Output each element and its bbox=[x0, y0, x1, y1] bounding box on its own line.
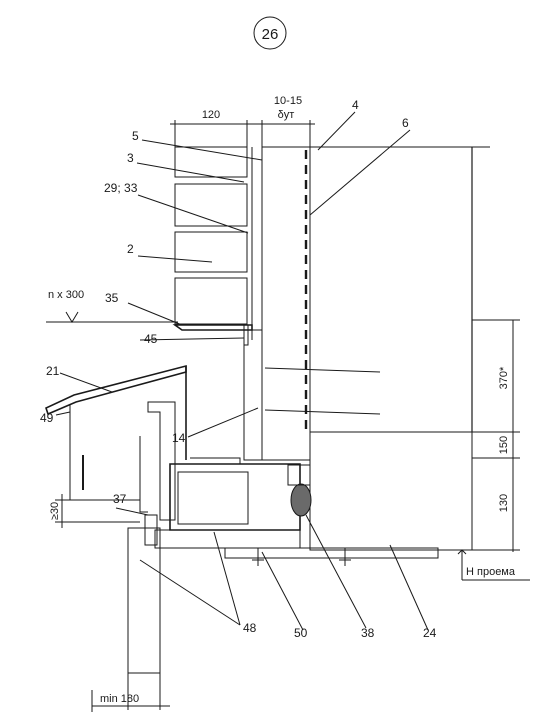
brick-course bbox=[174, 146, 248, 178]
lower-panel bbox=[127, 527, 161, 674]
callout-50: 50 bbox=[294, 626, 308, 640]
dim-brick-width: 120 bbox=[202, 109, 220, 121]
insulation-layer bbox=[261, 146, 311, 461]
callout-3: 3 bbox=[127, 151, 134, 165]
callout-37: 37 bbox=[113, 492, 127, 506]
sheet-number: 26 bbox=[262, 26, 279, 43]
callouts: 5 3 29; 33 2 35 45 21 49 14 37 48 50 38 … bbox=[40, 98, 437, 640]
callout-48: 48 bbox=[243, 621, 257, 635]
brick-course bbox=[174, 231, 248, 273]
support-angle bbox=[172, 324, 253, 331]
callout-35: 35 bbox=[105, 291, 119, 305]
frame-seal bbox=[144, 514, 158, 546]
sheet-number-circle bbox=[253, 16, 287, 50]
bottom-dimension: min 180 bbox=[91, 673, 170, 712]
foam-filling bbox=[243, 329, 263, 461]
callout-21: 21 bbox=[46, 364, 60, 378]
overlap-dimension: ≥30 bbox=[49, 494, 140, 528]
opening-level-label: Н проема bbox=[466, 566, 516, 578]
sheet-number-badge: 26 bbox=[253, 16, 287, 50]
wall-tie bbox=[264, 409, 381, 415]
sill-flashing bbox=[45, 364, 187, 416]
callout-38: 38 bbox=[361, 626, 375, 640]
wood-packing bbox=[154, 529, 301, 549]
dim-course-spacing: n x 300 bbox=[48, 289, 84, 301]
dim-370: 370* bbox=[498, 366, 510, 389]
brick-course bbox=[174, 183, 248, 227]
frame-chamber bbox=[177, 471, 249, 525]
callout-5: 5 bbox=[132, 129, 139, 143]
top-dimensions: 120 10-15 δут bbox=[170, 95, 490, 148]
callout-6: 6 bbox=[402, 116, 409, 130]
callout-14: 14 bbox=[172, 431, 186, 445]
sill-board bbox=[224, 547, 439, 559]
dim-delta-ut: δут bbox=[278, 109, 295, 121]
callout-24: 24 bbox=[423, 626, 437, 640]
dim-130: 130 bbox=[498, 494, 510, 512]
wall-tie bbox=[264, 367, 381, 373]
main-wall bbox=[309, 146, 473, 433]
dim-gap: 10-15 bbox=[274, 95, 302, 107]
frame-box-profile bbox=[169, 463, 301, 531]
dim-min-width: min 180 bbox=[100, 693, 139, 705]
dim-overlap: ≥30 bbox=[49, 502, 61, 520]
lintel-block bbox=[309, 431, 473, 551]
brick-course bbox=[174, 277, 248, 325]
callout-45: 45 bbox=[144, 332, 158, 346]
leader-lines bbox=[55, 111, 429, 631]
callout-2: 2 bbox=[127, 242, 134, 256]
anchor-bolt bbox=[243, 324, 249, 346]
callout-29-33: 29; 33 bbox=[104, 181, 138, 195]
right-dimensions: 370* 150 130 Н проема bbox=[438, 319, 530, 581]
brick-facing bbox=[174, 146, 248, 325]
frame-top-lip bbox=[190, 457, 241, 464]
frame-profile-lip bbox=[139, 436, 148, 513]
course-spacing-marker: n x 300 bbox=[46, 289, 178, 323]
sealing-cord bbox=[290, 483, 312, 517]
sealant-foam bbox=[287, 464, 311, 486]
dim-150: 150 bbox=[498, 436, 510, 454]
callout-49: 49 bbox=[40, 411, 54, 425]
callout-4: 4 bbox=[352, 98, 359, 112]
frame-profile-outer bbox=[147, 401, 176, 521]
